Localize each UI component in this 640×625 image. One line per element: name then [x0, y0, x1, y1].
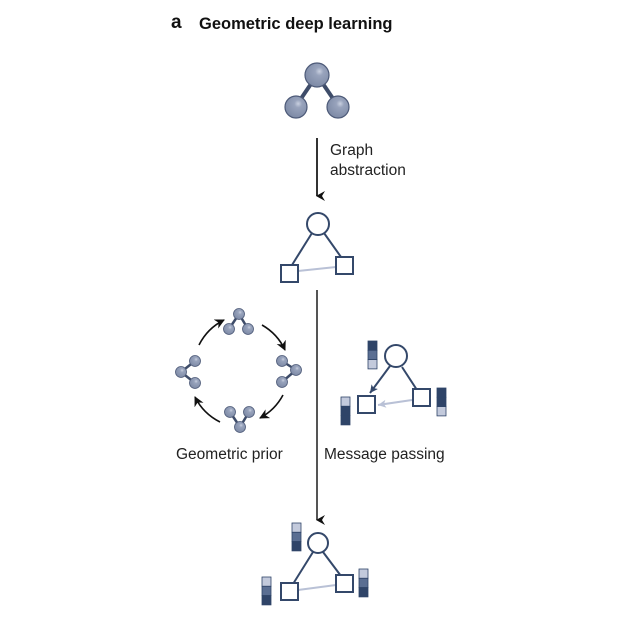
feature-cell-dark [340, 405, 351, 416]
feature-cell-dark [358, 587, 369, 598]
feature-cell-light [261, 576, 272, 587]
cycle-arrow-icon [194, 396, 221, 423]
geometric-prior-label: Geometric prior [176, 446, 283, 463]
feature-cell-dark [367, 340, 378, 351]
molecule-icon [284, 62, 350, 119]
cycle-arrow-icon [261, 324, 286, 351]
graph-abstraction-label-line1: Graph [330, 142, 374, 159]
panel-letter: a [171, 12, 182, 33]
message-passing-label: Message passing [324, 446, 445, 463]
feature-cell-light [340, 396, 351, 407]
molecule-icon [175, 355, 201, 389]
feature-cell-dark [436, 387, 447, 398]
geometric-prior-cycle [175, 308, 302, 433]
graph-abstraction-label: Graph abstraction [330, 141, 406, 181]
feature-cell-mid [358, 577, 369, 588]
graph-abstraction-label-line2: abstraction [330, 162, 406, 179]
cycle-arrow-icon [198, 319, 225, 346]
output-graph [261, 522, 369, 606]
feature-vector [291, 522, 302, 552]
feature-cell-dark [436, 396, 447, 407]
molecule-icon [223, 308, 254, 335]
feature-vector [367, 340, 378, 370]
feature-cell-mid [291, 531, 302, 542]
feature-cell-light [358, 568, 369, 579]
molecule-icon [224, 406, 255, 433]
feature-cell-light [367, 359, 378, 370]
feature-cell-mid [367, 349, 378, 360]
molecule-icon [276, 355, 302, 388]
cycle-arrow-icon [259, 394, 284, 419]
feature-vector [340, 396, 351, 426]
feature-cell-mid [261, 585, 272, 596]
feature-cell-light [291, 522, 302, 533]
feature-cell-dark [261, 595, 272, 606]
feature-cell-dark [291, 541, 302, 552]
feature-cell-dark [340, 415, 351, 426]
feature-cell-light [436, 406, 447, 417]
abstract-graph [280, 212, 354, 283]
message-passing-graph [340, 340, 447, 426]
panel-title: Geometric deep learning [199, 15, 393, 33]
feature-vector [436, 387, 447, 417]
feature-vector [358, 568, 369, 598]
feature-vector [261, 576, 272, 606]
